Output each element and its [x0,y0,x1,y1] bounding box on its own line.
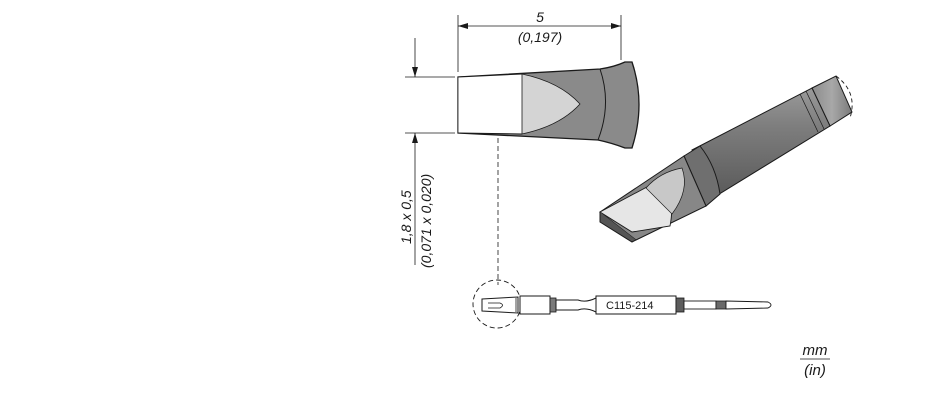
length-in-label: (0,197) [518,29,562,45]
unit-imperial: (in) [804,362,826,379]
part-label: C115-214 [606,300,654,312]
tip-mm-label: 1,8 x 0,5 [398,190,414,244]
tip-dimension: 1,8 x 0,5 (0,071 x 0,020) [398,38,455,268]
unit-metric: mm [803,342,828,359]
tip-in-label: (0,071 x 0,020) [418,174,434,268]
tip-3d-view [599,75,853,243]
tip-side-view [457,61,640,149]
full-tip-overview: C115-214 [472,279,772,329]
length-dimension: 5 (0,197) [457,9,622,72]
length-mm-label: 5 [536,9,544,25]
units-legend: mm (in) [800,342,830,379]
